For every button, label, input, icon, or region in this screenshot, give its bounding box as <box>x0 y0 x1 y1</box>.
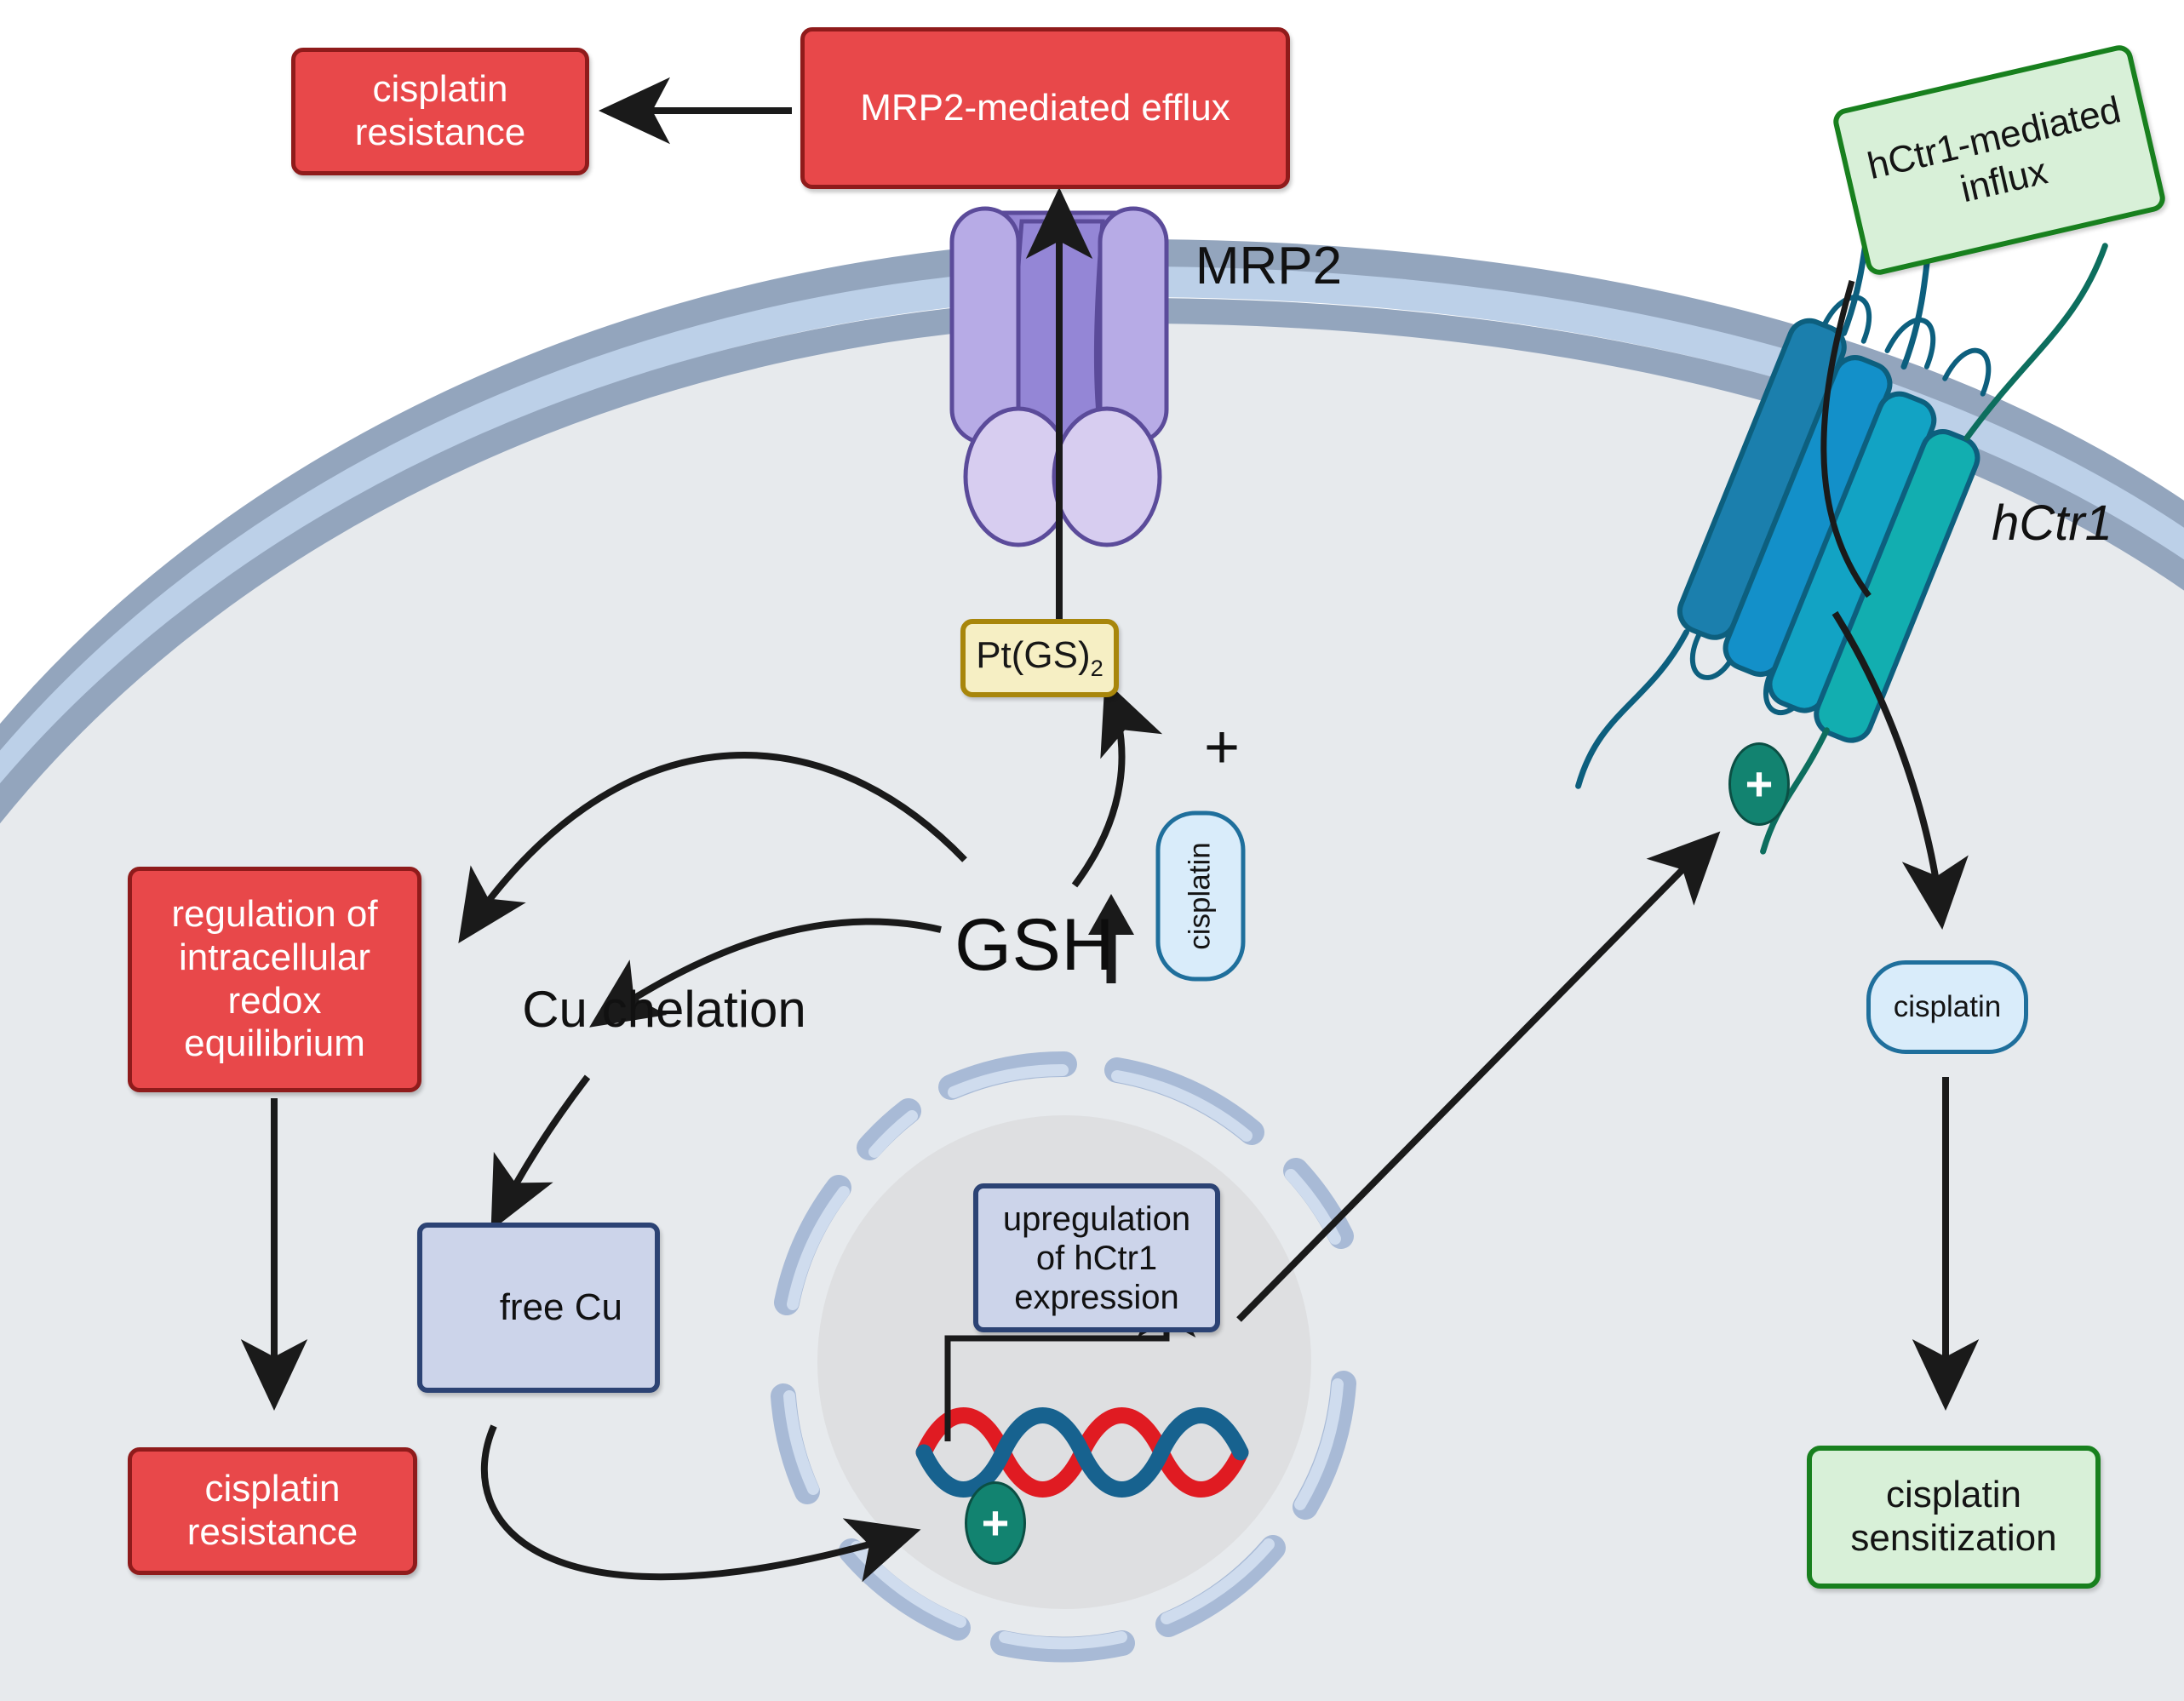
box-label: hCtr1-mediated influx <box>1863 89 2125 211</box>
label-cu-chelation: Cu chelation <box>494 979 834 1039</box>
capsule-label: cisplatin <box>1893 989 2002 1023</box>
label-text: MRP2 <box>1195 237 1343 296</box>
box-mrp2-mediated-efflux[interactable]: MRP2-mediated efflux <box>800 27 1290 189</box>
label-mrp2: MRP2 <box>1175 237 1362 296</box>
hctr1-transporter <box>1575 106 2108 855</box>
plus-glyph: + <box>981 1496 1010 1549</box>
hctr1-channel-strand <box>1820 280 1872 598</box>
box-pt-gs2[interactable]: Pt(GS)2 <box>960 619 1119 697</box>
gsh-up-arrow <box>1088 894 1134 983</box>
box-label: cisplatin resistance <box>186 1468 358 1553</box>
box-upregulation-hctr1[interactable]: upregulation of hCtr1 expression <box>973 1183 1220 1332</box>
capsule-cisplatin-extracellular[interactable]: cisplatin <box>1866 960 2028 1054</box>
plus-badge-nucleus: + <box>965 1481 1026 1565</box>
arrow-gsh-to-cu-chelation <box>589 918 942 1028</box>
label-hctr1: hCtr1 <box>1950 494 2154 553</box>
mrp2-transporter <box>949 206 1169 547</box>
pt-gs2-subscript: 2 <box>1090 655 1103 682</box>
box-label: MRP2-mediated efflux <box>860 86 1230 129</box>
arrow-cu-chelation-to-free-cu <box>490 1074 591 1231</box>
pt-gs2-main: Pt(GS) <box>976 634 1091 677</box>
label-text: hCtr1 <box>1992 495 2112 551</box>
label-text: Cu chelation <box>522 980 806 1038</box>
box-free-cu[interactable]: free Cu <box>417 1223 660 1393</box>
box-label: cisplatin resistance <box>354 68 526 153</box>
capsule-cisplatin-intracellular[interactable]: cisplatin <box>1155 810 1246 982</box>
arrow-upregulation-to-hctr1 <box>1236 831 1721 1322</box>
label-text: + <box>1203 713 1241 782</box>
arrow-gsh-to-redox <box>458 752 967 943</box>
box-cisplatin-resistance-top[interactable]: cisplatin resistance <box>291 48 589 175</box>
arrow-hctr1-to-cisplatin <box>1831 610 1969 930</box>
box-cisplatin-resistance-bottom[interactable]: cisplatin resistance <box>128 1447 417 1575</box>
box-label: upregulation of hCtr1 expression <box>1002 1200 1191 1316</box>
box-redox-regulation[interactable]: regulation of intracellular redox equili… <box>128 867 421 1092</box>
label-gsh: GSH <box>945 898 1124 992</box>
box-cisplatin-sensitization[interactable]: cisplatin sensitization <box>1807 1446 2101 1589</box>
label-plus-sign-gsh: + <box>1188 713 1256 782</box>
box-label: regulation of intracellular redox equili… <box>171 893 378 1065</box>
box-label: Pt(GS)2 <box>976 634 1103 681</box>
label-text: GSH <box>954 903 1115 986</box>
capsule-label: cisplatin <box>1183 842 1217 950</box>
plus-badge-membrane: + <box>1728 742 1790 826</box>
arrow-free-cu-to-nucleus <box>480 1424 921 1583</box>
arrow-gsh-to-ptgs2 <box>1071 679 1163 888</box>
plus-glyph: + <box>1745 757 1774 810</box>
dna-helix <box>915 1407 1249 1498</box>
box-label: cisplatin sensitization <box>1850 1474 2057 1559</box>
arrows <box>240 77 1980 1583</box>
box-label: free Cu <box>499 1286 622 1328</box>
